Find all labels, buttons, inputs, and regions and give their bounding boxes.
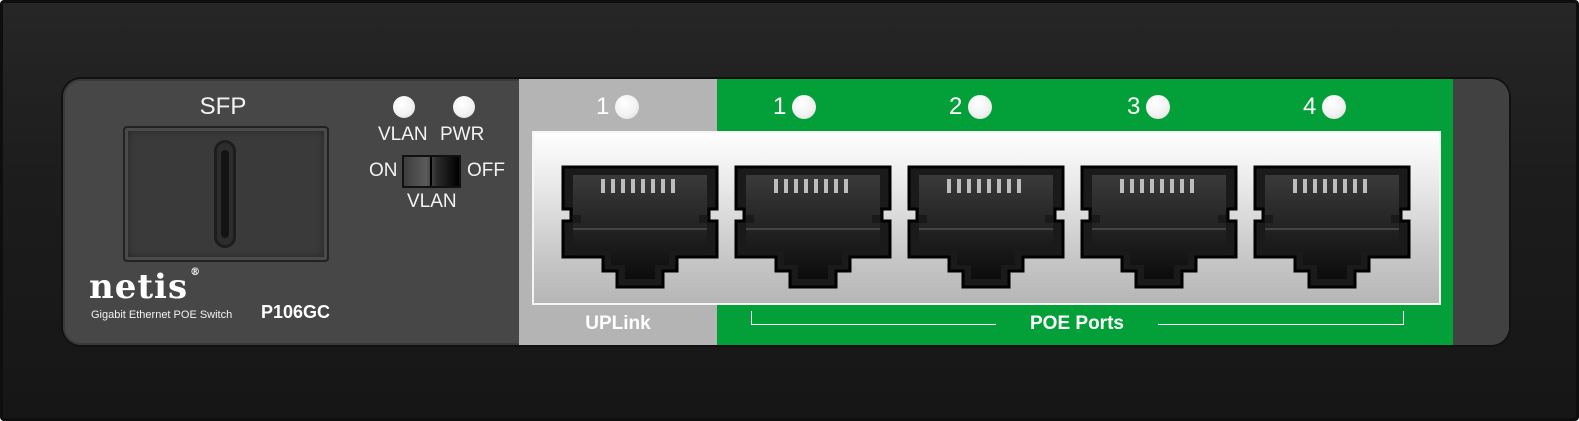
rj45-jack-icon <box>1080 165 1238 289</box>
model-number: P106GC <box>261 302 331 322</box>
bracket-right-tick <box>1403 311 1404 325</box>
poe-port-4-header: 4 <box>1303 93 1347 121</box>
poe-port-3-header: 3 <box>1127 93 1171 121</box>
uplink-led-icon <box>615 95 640 119</box>
uplink-port-header: 1 <box>596 93 640 121</box>
pwr-led-label: PWR <box>440 124 485 145</box>
sfp-latch-icon <box>214 140 236 248</box>
rj45-jack-icon <box>561 165 719 289</box>
bracket-left-tick <box>751 311 752 325</box>
poe-port-2-led-icon <box>968 95 993 119</box>
poe-rj45-port-4[interactable] <box>1251 165 1413 293</box>
poe-port-number: 2 <box>949 93 963 120</box>
poe-rj45-port-2[interactable] <box>905 165 1067 293</box>
poe-rj45-port-1[interactable] <box>732 165 894 293</box>
poe-ports-label: POE Ports <box>1030 313 1124 334</box>
vlan-led-icon <box>393 96 415 118</box>
vlan-switch-on-label: ON <box>369 160 398 181</box>
brand-logo: netis® <box>89 267 202 307</box>
panel-end-cap <box>1453 79 1509 345</box>
poe-port-number: 4 <box>1303 93 1317 120</box>
sfp-port[interactable] <box>123 126 329 262</box>
front-panel: SFP VLAN PWR ON OFF VLAN netis® Gigabit … <box>63 79 1509 345</box>
vlan-switch-off-label: OFF <box>467 160 505 181</box>
rj45-jack-icon <box>1253 165 1411 289</box>
poe-port-number: 3 <box>1127 93 1141 120</box>
bracket-right-line <box>1158 324 1404 325</box>
uplink-port-number: 1 <box>596 93 610 120</box>
pwr-led-icon <box>453 96 475 118</box>
vlan-led-label: VLAN <box>378 124 428 145</box>
poe-port-number: 1 <box>773 93 787 120</box>
rj45-jack-icon <box>734 165 892 289</box>
poe-port-2-header: 2 <box>949 93 993 121</box>
poe-port-1-header: 1 <box>773 93 817 121</box>
vlan-switch-name: VLAN <box>407 191 457 212</box>
poe-port-4-led-icon <box>1322 95 1347 119</box>
poe-port-3-led-icon <box>1146 95 1171 119</box>
sfp-label: SFP <box>199 93 247 120</box>
vlan-toggle-switch[interactable] <box>402 155 461 188</box>
uplink-rj45-port[interactable] <box>559 165 721 293</box>
rj45-jack-icon <box>907 165 1065 289</box>
bracket-left-line <box>751 324 996 325</box>
poe-rj45-port-3[interactable] <box>1078 165 1240 293</box>
uplink-label: UPLink <box>585 313 651 334</box>
product-tagline: Gigabit Ethernet POE Switch <box>91 309 233 321</box>
poe-port-1-led-icon <box>792 95 817 119</box>
